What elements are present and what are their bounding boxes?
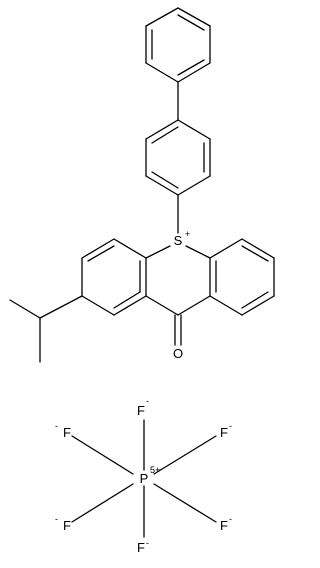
fluorine-upper-right-label: F (220, 425, 228, 440)
fluorine-upper-left-charge: - (55, 421, 58, 431)
fluorine-upper-right-charge: - (229, 421, 232, 431)
thioxanthone-core (81, 238, 275, 346)
fluorine-lower-right-label: F (220, 518, 228, 533)
sulfur-atom-label: S (174, 233, 183, 248)
phosphorus-atom-label: P (140, 471, 149, 486)
fluorine-lower-right-charge: - (229, 514, 232, 524)
phenylene-ring (145, 119, 211, 196)
phosphorus-charge-label: 5+ (150, 465, 160, 475)
fluorine-lower-left-charge: - (55, 514, 58, 524)
fluorine-top-label: F (137, 403, 145, 418)
isopropyl-group (9, 295, 83, 363)
fluorine-bottom-label: F (137, 540, 145, 555)
terminal-phenyl-ring (145, 7, 211, 83)
fluorine-lower-left-label: F (63, 518, 71, 533)
chemical-structure: S + O P 5+ F - F - F - F - F - F - (9, 7, 275, 555)
fluorine-upper-left-label: F (63, 425, 71, 440)
sulfur-charge-label: + (185, 229, 190, 239)
oxygen-atom-label: O (173, 346, 183, 361)
fluorine-bottom-charge: - (146, 538, 149, 548)
hexafluorophosphate-anion (71, 419, 217, 538)
fluorine-top-charge: - (146, 396, 149, 406)
